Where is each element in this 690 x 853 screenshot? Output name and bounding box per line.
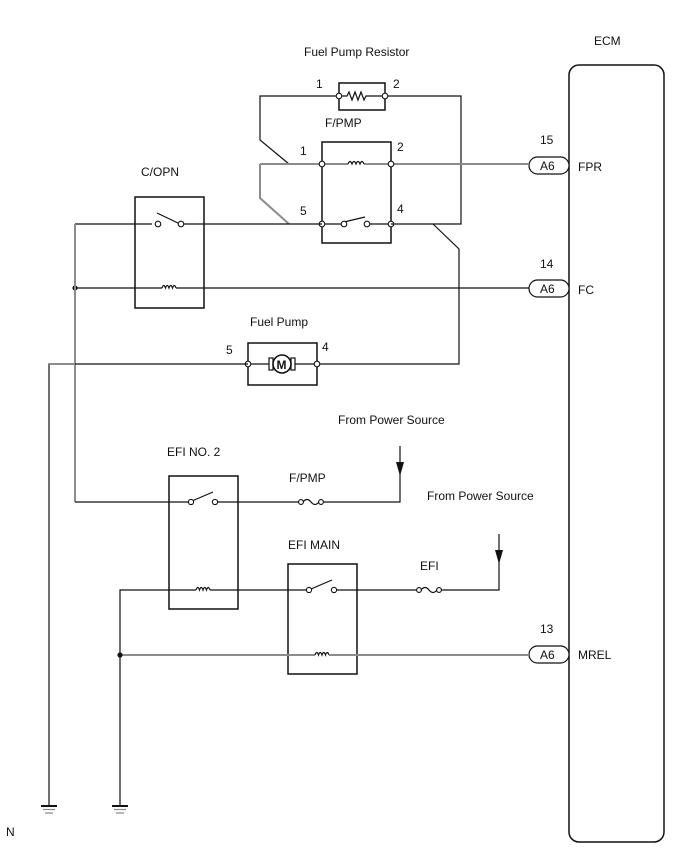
- power-source-label-1: From Power Source: [338, 413, 445, 427]
- pin-number: 15: [540, 133, 554, 147]
- fpmp-pin-1: 1: [300, 144, 307, 158]
- connector-code: A6: [540, 159, 555, 173]
- coil-icon: [195, 586, 211, 592]
- ecm-terminal-fpr: 15 A6 FPR: [528, 133, 602, 175]
- terminal-name: FC: [578, 283, 594, 297]
- switch-icon: [156, 212, 181, 225]
- fpmp-relay-box: [321, 141, 392, 244]
- terminal-dot: [340, 220, 348, 228]
- ground-icon: [112, 805, 128, 814]
- motor-icon: M: [268, 354, 296, 374]
- ecm-terminal-fc: 14 A6 FC: [528, 257, 594, 298]
- terminal-dot: [211, 498, 219, 506]
- connector-code: A6: [540, 282, 555, 296]
- copn-relay-label: C/OPN: [141, 165, 179, 179]
- fpmp-fuse-label: F/PMP: [289, 471, 326, 485]
- fuel-pump-resistor-label: Fuel Pump Resistor: [304, 45, 409, 59]
- ecm-label: ECM: [594, 34, 621, 48]
- terminal-dot: [363, 220, 371, 228]
- resistor-wire-left: [259, 95, 339, 165]
- coil-icon: [347, 160, 365, 166]
- terminal-dot: [187, 498, 195, 506]
- fuel-pump-pin-4: 4: [322, 340, 329, 354]
- efi-main-relay-label: EFI MAIN: [288, 538, 340, 552]
- terminal-dot: [318, 160, 326, 168]
- fuel-pump-ground-wire: [48, 363, 248, 806]
- terminal-dot: [177, 220, 185, 228]
- power-feed-wire-2: [441, 534, 500, 591]
- ecm-terminal-mrel: 13 A6 MREL: [528, 622, 612, 664]
- efi-fuse-label: EFI: [420, 559, 439, 573]
- terminal-dot: [305, 586, 313, 594]
- efi-main-relay-box: [287, 563, 358, 675]
- terminal-dot: [330, 586, 338, 594]
- terminal-dot: [313, 360, 321, 368]
- efi-no2-relay-box: [168, 475, 239, 610]
- arrow-down-icon: [396, 462, 404, 476]
- resistor-pin-1: 1: [316, 77, 323, 91]
- arrow-down-icon: [495, 550, 503, 564]
- resistor-icon: [339, 90, 385, 102]
- connector-badge: [528, 156, 570, 175]
- fuse-icon: [416, 586, 442, 594]
- fuel-pump-label: Fuel Pump: [250, 315, 308, 329]
- connector-code: A6: [540, 648, 555, 662]
- corner-mark: N: [6, 825, 15, 839]
- fuel-pump-pin-5: 5: [226, 343, 233, 357]
- fpmp-pin-2: 2: [397, 140, 404, 154]
- switch-icon: [310, 579, 333, 590]
- pin-number: 14: [540, 257, 554, 271]
- terminal-dot: [154, 220, 162, 228]
- fpmp-pin-5: 5: [300, 204, 307, 218]
- copn-relay-box: [134, 196, 205, 309]
- terminal-dot: [387, 160, 395, 168]
- fuel-pump-feed-wire: [318, 223, 460, 365]
- fuse-icon: [298, 498, 324, 506]
- power-feed-wire-1: [323, 446, 401, 503]
- terminal-dot: [335, 92, 343, 100]
- resistor-wire-right: [385, 95, 462, 225]
- terminal-dot: [381, 92, 389, 100]
- fpmp-relay-label: F/PMP: [325, 116, 362, 130]
- junction-dot: [117, 652, 123, 658]
- switch-icon: [343, 216, 366, 223]
- fpmp-pin-4: 4: [397, 202, 404, 216]
- motor-symbol: M: [277, 358, 287, 372]
- coil-icon: [161, 284, 177, 290]
- pin-number: 13: [540, 622, 554, 636]
- switch-icon: [191, 491, 214, 502]
- ecm-box: [568, 64, 665, 843]
- resistor-pin-2: 2: [393, 77, 400, 91]
- efi-no2-relay-label: EFI NO. 2: [167, 445, 221, 459]
- power-source-label-2: From Power Source: [427, 489, 534, 503]
- coil-icon: [314, 651, 330, 657]
- ground-icon: [41, 805, 57, 814]
- terminal-name: FPR: [578, 160, 602, 174]
- efi2-coil-wire: [119, 589, 196, 806]
- terminal-name: MREL: [578, 648, 612, 662]
- fpmp-coil-wire: [259, 164, 290, 225]
